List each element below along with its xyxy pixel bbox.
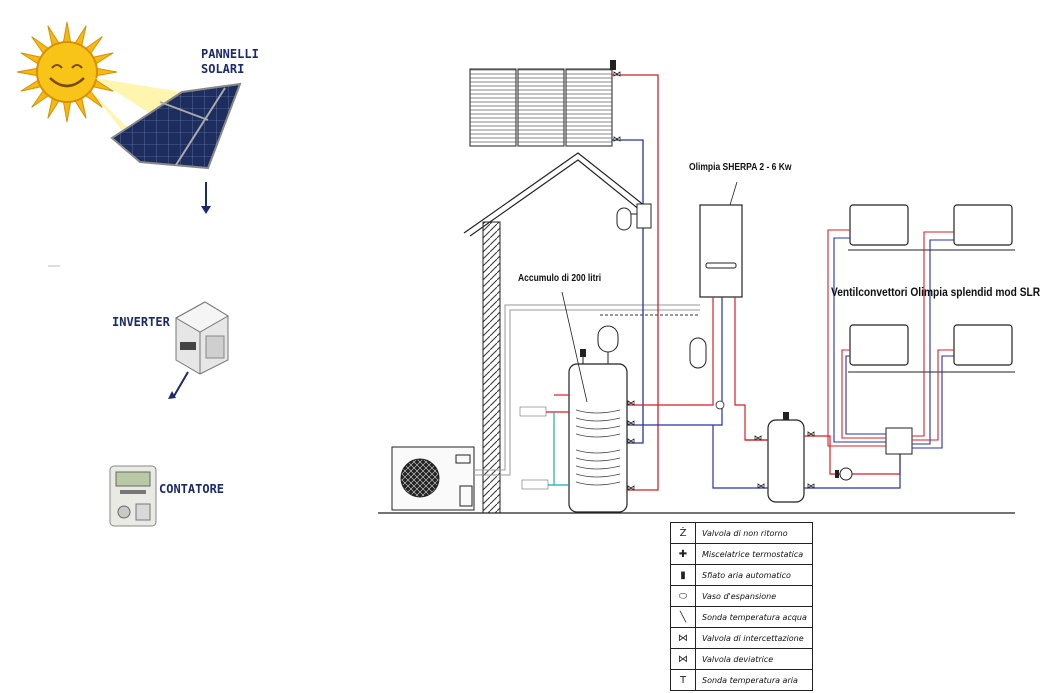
legend-text: Valvola deviatrice <box>702 654 774 664</box>
boiler-label: Olimpia SHERPA 2 - 6 Kw <box>689 162 792 173</box>
sun-ray <box>16 67 38 77</box>
down-arrow-icon <box>201 182 211 214</box>
manifold <box>885 427 913 455</box>
expansion-vessel-icon: ⬭ <box>671 586 696 606</box>
buffer-tank <box>767 412 805 503</box>
legend-text: Sfiato aria automatico <box>702 570 791 580</box>
heatpump-pipes <box>474 304 700 476</box>
legend-row: ⬭ Vaso d'espansione <box>671 586 812 607</box>
fancoils-label: Ventilconvettori Olimpia splendid mod SL… <box>831 285 1041 299</box>
solar-pump-station <box>616 203 652 231</box>
solar-panels-label: PANNELLI SOLARI <box>201 47 259 76</box>
valves <box>613 71 815 491</box>
circulator-pump <box>835 467 853 481</box>
sun-icon <box>16 21 118 123</box>
solar-panels-icon <box>110 82 242 170</box>
solar-loop <box>612 74 659 491</box>
energy-meter-icon <box>109 465 157 527</box>
non-return-valve-icon: Ż <box>671 523 696 543</box>
tank-label: Accumulo di 200 litri <box>518 273 602 284</box>
distribution-pipes <box>712 425 901 489</box>
shutoff-valve-icon: ⋈ <box>671 628 696 648</box>
legend-text: Sonda temperatura acqua <box>702 612 807 622</box>
inverter-icon <box>174 301 229 375</box>
legend-text: Sonda temperatura aria <box>702 675 798 685</box>
meter-label: CONTATORE <box>159 482 225 496</box>
air-vent-icon: ▮ <box>671 565 696 585</box>
air-temp-probe-icon: T <box>671 670 696 690</box>
legend-row: ✚ Miscelatrice termostatica <box>671 544 812 565</box>
boiler-pipes <box>627 297 770 441</box>
inverter-label: INVERTER <box>112 315 170 329</box>
legend-text: Miscelatrice termostatica <box>702 549 804 559</box>
expansion-vessel <box>597 325 619 364</box>
legend-row: ⋈ Valvola deviatrice <box>671 649 812 670</box>
legend-row: ⋈ Valvola di intercettazione <box>671 628 812 649</box>
wall-boiler <box>699 181 743 298</box>
legend-text: Valvola di intercettazione <box>702 633 804 643</box>
legend-row: ╲ Sonda temperatura acqua <box>671 607 812 628</box>
legend-row: Ż Valvola di non ritorno <box>671 523 812 544</box>
sun-ray <box>62 21 72 43</box>
dhw-pipes <box>546 394 569 486</box>
legend-row: ▮ Sfiato aria automatico <box>671 565 812 586</box>
legend-text: Valvola di non ritorno <box>702 528 788 538</box>
fancoil-units <box>848 204 1015 373</box>
diagonal-arrow-icon <box>168 371 189 399</box>
thermostatic-mixer-icon: ✚ <box>671 544 696 564</box>
solar-collectors <box>469 68 613 147</box>
sun-ray <box>62 101 72 123</box>
legend-text: Vaso d'espansione <box>702 591 777 601</box>
legend-row: T Sonda temperatura aria <box>671 670 812 690</box>
heat-pump-unit <box>391 446 475 511</box>
fancoil-pipes <box>827 229 954 449</box>
sun-ray <box>96 67 118 77</box>
water-temp-probe-icon: ╲ <box>671 607 696 627</box>
house-roof <box>463 152 651 514</box>
legend-table: Ż Valvola di non ritorno ✚ Miscelatrice ter… <box>670 522 813 691</box>
storage-tank <box>568 349 628 513</box>
diverter-valve-icon: ⋈ <box>671 649 696 669</box>
